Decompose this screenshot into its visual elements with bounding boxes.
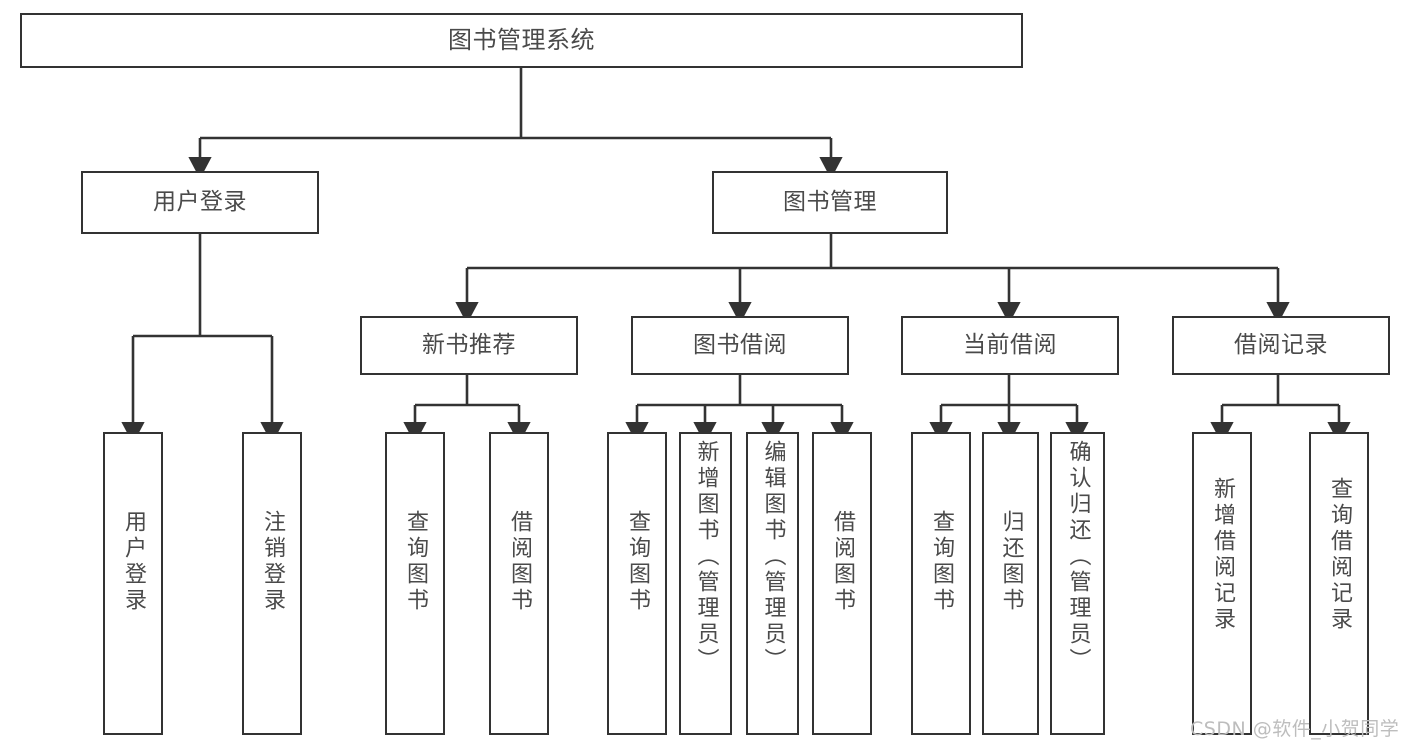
leaf-book-borrow-add[interactable]: 新增图书（管理员）	[679, 432, 732, 735]
node-current-borrow[interactable]: 当前借阅	[901, 316, 1119, 375]
node-label: 查询图书	[625, 510, 650, 614]
node-label: 编辑图书（管理员）	[760, 440, 786, 674]
leaf-book-borrow-borrow[interactable]: 借阅图书	[812, 432, 872, 735]
node-label: 新增借阅记录	[1210, 477, 1235, 633]
leaf-book-borrow-query[interactable]: 查询图书	[607, 432, 667, 735]
node-book-management[interactable]: 图书管理	[712, 171, 948, 234]
node-label: 用户登录	[121, 510, 146, 614]
node-new-book-recommend[interactable]: 新书推荐	[360, 316, 578, 375]
node-borrow-record[interactable]: 借阅记录	[1172, 316, 1390, 375]
leaf-user-login-login[interactable]: 用户登录	[103, 432, 163, 735]
node-label: 图书管理系统	[448, 26, 595, 55]
node-label: 图书管理	[783, 188, 877, 215]
node-label: 新书推荐	[422, 331, 516, 358]
node-label: 查询借阅记录	[1327, 477, 1352, 633]
node-book-borrow[interactable]: 图书借阅	[631, 316, 849, 375]
node-label: 注销登录	[260, 510, 285, 614]
node-label: 新增图书（管理员）	[693, 440, 719, 674]
node-user-login[interactable]: 用户登录	[81, 171, 319, 234]
node-label: 归还图书	[998, 510, 1024, 614]
node-label: 用户登录	[153, 188, 247, 215]
node-label: 借阅图书	[830, 510, 855, 614]
leaf-current-borrow-return[interactable]: 归还图书	[982, 432, 1039, 735]
leaf-borrow-record-query[interactable]: 查询借阅记录	[1309, 432, 1369, 735]
leaf-user-login-logout[interactable]: 注销登录	[242, 432, 302, 735]
node-label: 借阅记录	[1234, 331, 1328, 358]
leaf-new-book-borrow[interactable]: 借阅图书	[489, 432, 549, 735]
node-label: 当前借阅	[963, 331, 1057, 358]
node-label: 查询图书	[929, 510, 954, 614]
leaf-borrow-record-add[interactable]: 新增借阅记录	[1192, 432, 1252, 735]
node-label: 图书借阅	[693, 331, 787, 358]
leaf-new-book-query[interactable]: 查询图书	[385, 432, 445, 735]
watermark-csdn: CSDN @软件_小贺同学	[1190, 718, 1400, 740]
node-label: 借阅图书	[507, 510, 532, 614]
leaf-current-borrow-query[interactable]: 查询图书	[911, 432, 971, 735]
leaf-current-borrow-confirm-return[interactable]: 确认归还（管理员）	[1050, 432, 1105, 735]
leaf-book-borrow-edit[interactable]: 编辑图书（管理员）	[746, 432, 799, 735]
node-root-book-management-system[interactable]: 图书管理系统	[20, 13, 1023, 68]
node-label: 查询图书	[403, 510, 428, 614]
node-label: 确认归还（管理员）	[1065, 440, 1091, 674]
